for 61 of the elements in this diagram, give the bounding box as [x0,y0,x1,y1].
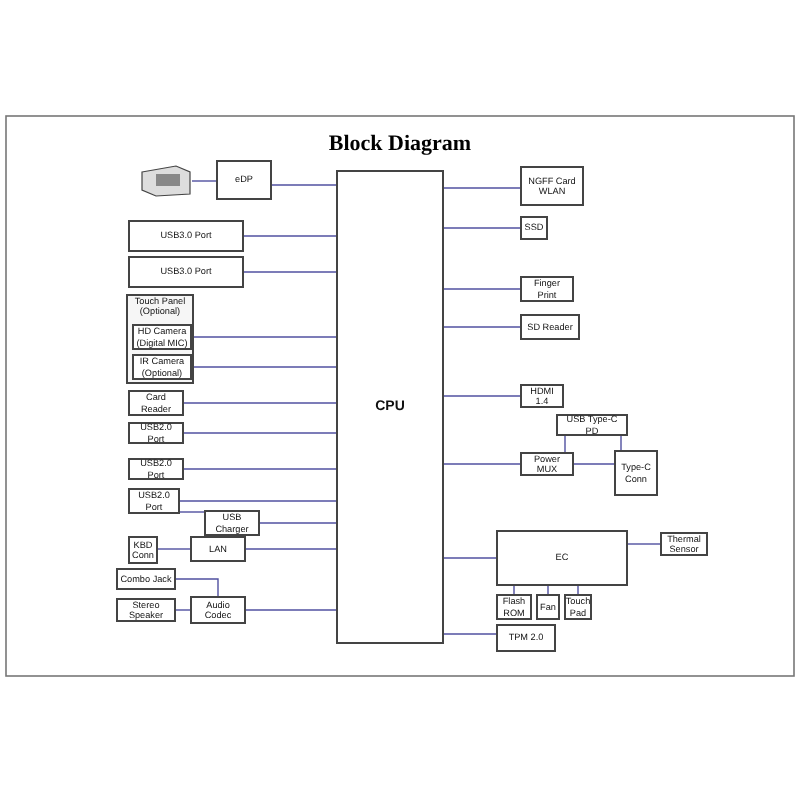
component-box [520,216,548,240]
connector-line [243,235,337,237]
connector-line [175,578,219,597]
connector-line [271,184,337,186]
connector-line [443,227,521,229]
connector-line [175,609,191,611]
component-box [520,452,574,476]
component-box [496,624,556,652]
component-box [132,354,192,380]
connector-line [443,395,521,397]
connector-line [577,585,579,595]
connector-line [183,402,337,404]
component-box [520,314,580,340]
connector-line [443,288,521,290]
connector-line [191,366,337,368]
cpu-block [336,170,444,644]
component-box [128,256,244,288]
component-box [520,384,564,408]
component-box [614,450,658,496]
component-box [190,596,246,624]
connector-line [245,548,337,550]
connector-line [259,522,337,524]
component-box [126,294,194,384]
component-box [190,536,246,562]
component-box [496,530,628,586]
connector-line [243,271,337,273]
connector-line [443,326,521,328]
connector-line [443,633,497,635]
component-box [128,458,184,480]
component-box [556,414,628,436]
component-box [216,160,272,200]
component-box [536,594,560,620]
component-box [128,488,180,514]
connector-line [191,336,337,338]
connector-line [564,435,566,453]
component-box [116,568,176,590]
component-box [204,510,260,536]
connector-line [513,585,515,595]
component-box [128,220,244,252]
connector-line [157,548,191,550]
connector-line [183,432,337,434]
connector-line [573,463,615,465]
component-box [128,422,184,444]
connector-line [183,468,337,470]
connector-line [443,187,521,189]
connector-line [179,500,337,502]
connector-line [627,543,661,545]
component-box [520,166,584,206]
connector-line [179,511,205,513]
diagram-title: Block Diagram [326,132,474,156]
picture [140,164,192,198]
component-box [116,598,176,622]
connector-line [191,180,217,182]
connector-line [443,557,497,559]
component-box [520,276,574,302]
component-box [128,390,184,416]
connector-line [443,463,521,465]
component-box [660,532,708,556]
connector-line [620,435,622,451]
connector-line [547,585,549,595]
connector-line [245,609,337,611]
